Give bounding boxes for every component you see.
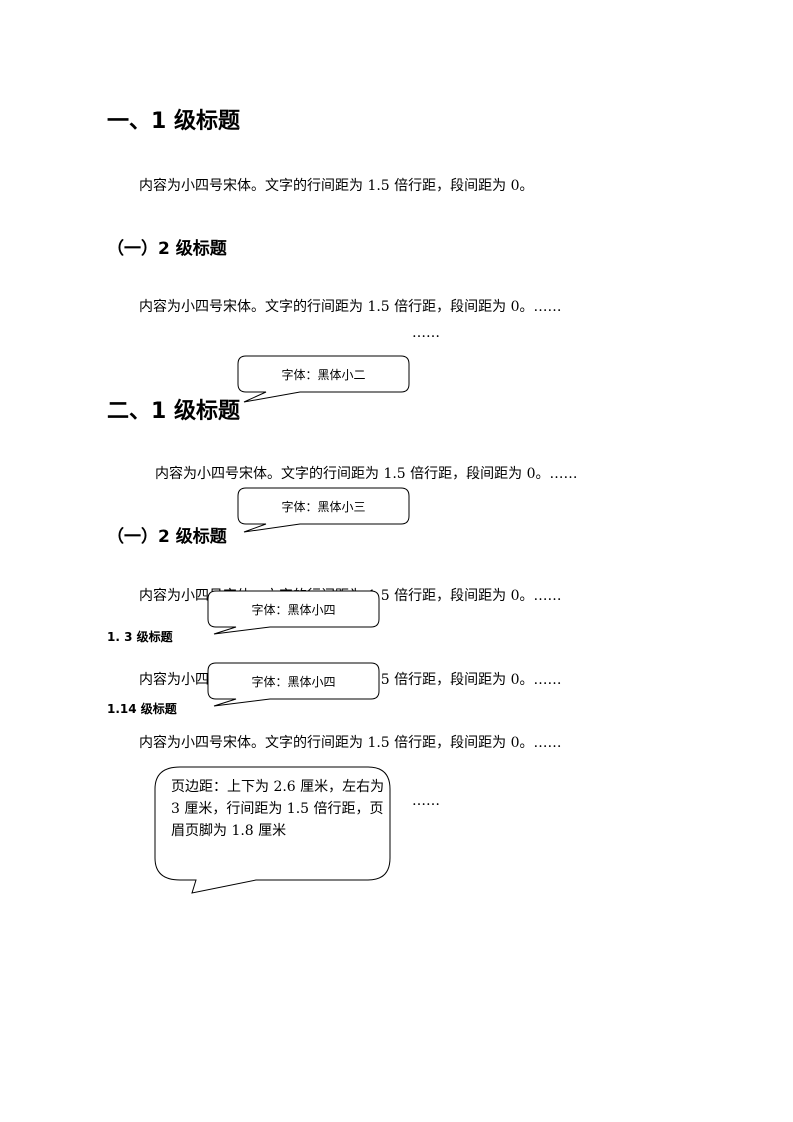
ellipsis-1: …… <box>412 325 440 341</box>
paragraph-2: 内容为小四号宋体。文字的行间距为 1.5 倍行距，段间距为 0。…… <box>139 299 562 315</box>
heading-2-first: （一）2 级标题 <box>107 239 227 259</box>
paragraph-1: 内容为小四号宋体。文字的行间距为 1.5 倍行距，段间距为 0。 <box>139 178 534 194</box>
ellipsis-2: …… <box>412 793 440 809</box>
heading-2-second: （一）2 级标题 <box>107 527 227 547</box>
callout-font-h2: 字体：黑体小三 <box>281 500 366 514</box>
heading-1-first: 一、1 级标题 <box>107 109 240 134</box>
callout-font-h4: 字体：黑体小四 <box>251 675 336 689</box>
paragraph-3: 内容为小四号宋体。文字的行间距为 1.5 倍行距，段间距为 0。…… <box>155 466 578 482</box>
paragraph-6: 内容为小四号宋体。文字的行间距为 1.5 倍行距，段间距为 0。…… <box>139 735 562 751</box>
callout-font-h1: 字体：黑体小二 <box>281 368 366 382</box>
callout-font-h3: 字体：黑体小四 <box>251 603 336 617</box>
callout-page-margins: 页边距：上下为 2.6 厘米，左右为 3 厘米，行间距为 1.5 倍行距，页眉页… <box>171 779 385 839</box>
heading-3: 1. 3 级标题 <box>107 630 173 644</box>
heading-4: 1.14 级标题 <box>107 702 177 716</box>
heading-1-second: 二、1 级标题 <box>107 399 240 424</box>
